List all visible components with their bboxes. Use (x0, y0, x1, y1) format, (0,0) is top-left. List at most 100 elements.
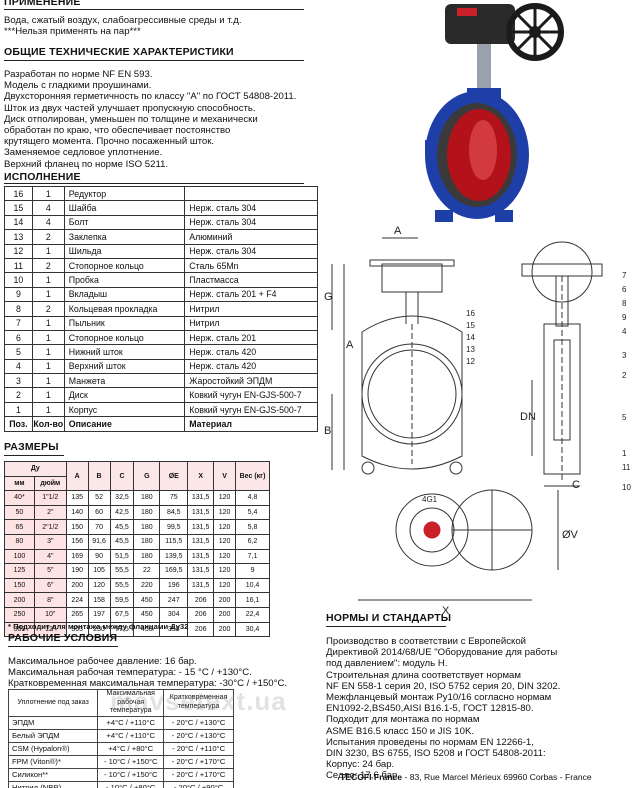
neck-shape (477, 44, 491, 94)
dim-label-dn: DN (520, 411, 536, 423)
table-row: Силикон**- 10°C / +150°C- 20°C / +170°C (7, 767, 234, 782)
norms-line: Седло: 17,6 бар. (326, 770, 400, 782)
size-cell: 9 (235, 563, 270, 579)
size-cell: 450 (133, 606, 161, 623)
divider (4, 183, 304, 184)
dim-label-c: C (572, 479, 580, 491)
part-qty: 1 (31, 344, 65, 360)
size-cell: 131,5 (187, 577, 215, 594)
size-cell: 169,5 (159, 563, 189, 579)
seal-name: FPM (Viton®)* (7, 754, 99, 769)
callout-13: 13 (466, 345, 475, 354)
size-cell: 180 (133, 490, 161, 506)
part-position: 15 (4, 200, 33, 216)
size-cell: 10" (33, 606, 67, 623)
size-cell: 22,4 (235, 606, 270, 623)
general-line: Модель с гладкими проушинами. (4, 80, 152, 92)
seal-name: Нитрил (NBR) (7, 780, 99, 788)
size-cell: 80 (4, 533, 35, 550)
size-cell: 45,5 (109, 533, 135, 550)
part-material (184, 185, 318, 202)
size-cell: 131,5 (187, 533, 215, 550)
divider (4, 9, 304, 10)
application-line: ***Нельзя применять на пар*** (4, 26, 141, 38)
part-position: 8 (4, 301, 33, 317)
column-header: V (213, 460, 237, 492)
norms-line: Производство в соответствии с Европейско… (326, 636, 527, 647)
norms-line: Межфланцевый монтаж Ру10/16 согласно нор… (326, 692, 552, 704)
size-cell: 2"1/2 (33, 519, 67, 535)
temperature-value: - 20°C / +90°C (163, 780, 234, 788)
column-header: Максимальная рабочая температура (97, 689, 165, 717)
working-line: Кратковременная максимальная температура… (8, 678, 288, 690)
part-material: Нерж. сталь 304 (184, 200, 318, 216)
size-cell: 120 (87, 577, 111, 594)
column-header: A (65, 460, 89, 492)
temperature-value: - 20°C / +130°C (163, 728, 234, 743)
dim-label-a-top: A (394, 225, 402, 237)
size-cell: 99,5 (159, 519, 189, 535)
part-qty: 4 (31, 200, 65, 216)
section-execution: ИСПОЛНЕНИЕ (4, 171, 81, 183)
general-line: Шток из двух частей улучшает пропускную … (4, 102, 256, 114)
part-description: Вкладыш (63, 286, 186, 303)
callout-6: 6 (622, 285, 627, 294)
size-cell: 12" (33, 621, 67, 638)
size-cell: 105 (87, 563, 111, 579)
size-cell: 40* (4, 490, 35, 506)
part-description: Диск (63, 387, 186, 403)
application-line: Вода, сжатый воздух, слабоагрессивные ср… (4, 15, 242, 26)
divider (8, 646, 118, 647)
size-cell: 5" (33, 563, 67, 579)
size-cell: 135 (65, 490, 89, 506)
size-cell: 200 (213, 592, 237, 608)
size-cell: 120 (213, 490, 237, 506)
part-description: Пробка (63, 272, 186, 288)
size-cell: 230 (87, 621, 111, 638)
watermark: mavsetext.ua (110, 686, 287, 716)
divider (326, 626, 446, 627)
column-header: Кол-во (31, 416, 65, 432)
callout-3: 3 (622, 351, 627, 360)
part-position: 5 (4, 344, 33, 360)
size-cell: 5,4 (235, 504, 270, 521)
size-cell: 224 (65, 592, 89, 608)
temperature-value: - 10°C / +150°C (97, 754, 165, 769)
part-material: Алюминий (184, 229, 318, 245)
callout-11: 11 (622, 463, 631, 472)
temperature-value: - 20°C / +130°C (163, 715, 234, 730)
size-cell: 200 (4, 592, 35, 608)
temperature-value: - 10°C / +150°C (97, 767, 165, 782)
norms-line: EN1092-2,BS450,AISI B16.1-5, ГОСТ 12815-… (326, 703, 534, 715)
size-cell: 52 (87, 490, 111, 506)
column-header: ØE (159, 460, 189, 492)
norms-line: под давлением": модуль H. (326, 658, 448, 670)
general-line: Разработан по норме NF EN 593. (4, 69, 153, 80)
part-qty: 2 (31, 257, 65, 274)
size-cell: 120 (213, 577, 237, 594)
callout-10: 10 (622, 483, 631, 492)
section-working: РАБОЧИЕ УСЛОВИЯ (8, 632, 118, 644)
size-cell: 131,5 (187, 563, 215, 579)
part-qty: 1 (31, 387, 65, 403)
column-header: Уплотнение под заказ (7, 689, 99, 717)
norms-line: NF EN 558-1 серия 20, ISO 5752 серия 20,… (326, 680, 561, 692)
size-cell: 169 (65, 548, 89, 565)
part-qty: 1 (31, 329, 65, 346)
column-header: Поз. (4, 416, 33, 432)
working-line: Максимальная рабочая температура: - 15 °… (8, 667, 252, 679)
callout-5: 5 (622, 413, 627, 422)
size-cell: 131,5 (187, 519, 215, 535)
size-cell: 180 (133, 504, 161, 521)
